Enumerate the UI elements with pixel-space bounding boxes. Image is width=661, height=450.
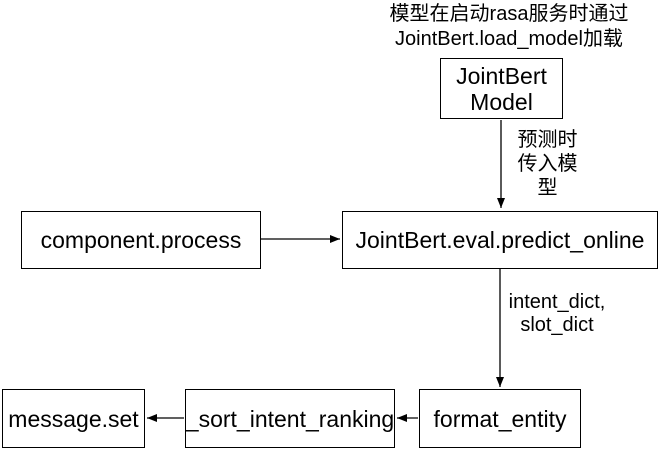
node-predict-online: JointBert.eval.predict_online <box>342 211 658 269</box>
predict-edge-label: 预测时 传入模 型 <box>517 129 578 199</box>
node-sort-intent-ranking: _sort_intent_ranking <box>185 389 395 448</box>
node-jointbert-model: JointBert Model <box>440 58 563 119</box>
node-component-process: component.process <box>21 211 261 269</box>
output-edge-label: intent_dict, slot_dict <box>508 291 606 336</box>
load-model-note: 模型在启动rasa服务时通过 JointBert.load_model加载 <box>389 3 629 50</box>
node-message-set: message.set <box>2 389 145 448</box>
node-format-entity: format_entity <box>419 389 581 448</box>
